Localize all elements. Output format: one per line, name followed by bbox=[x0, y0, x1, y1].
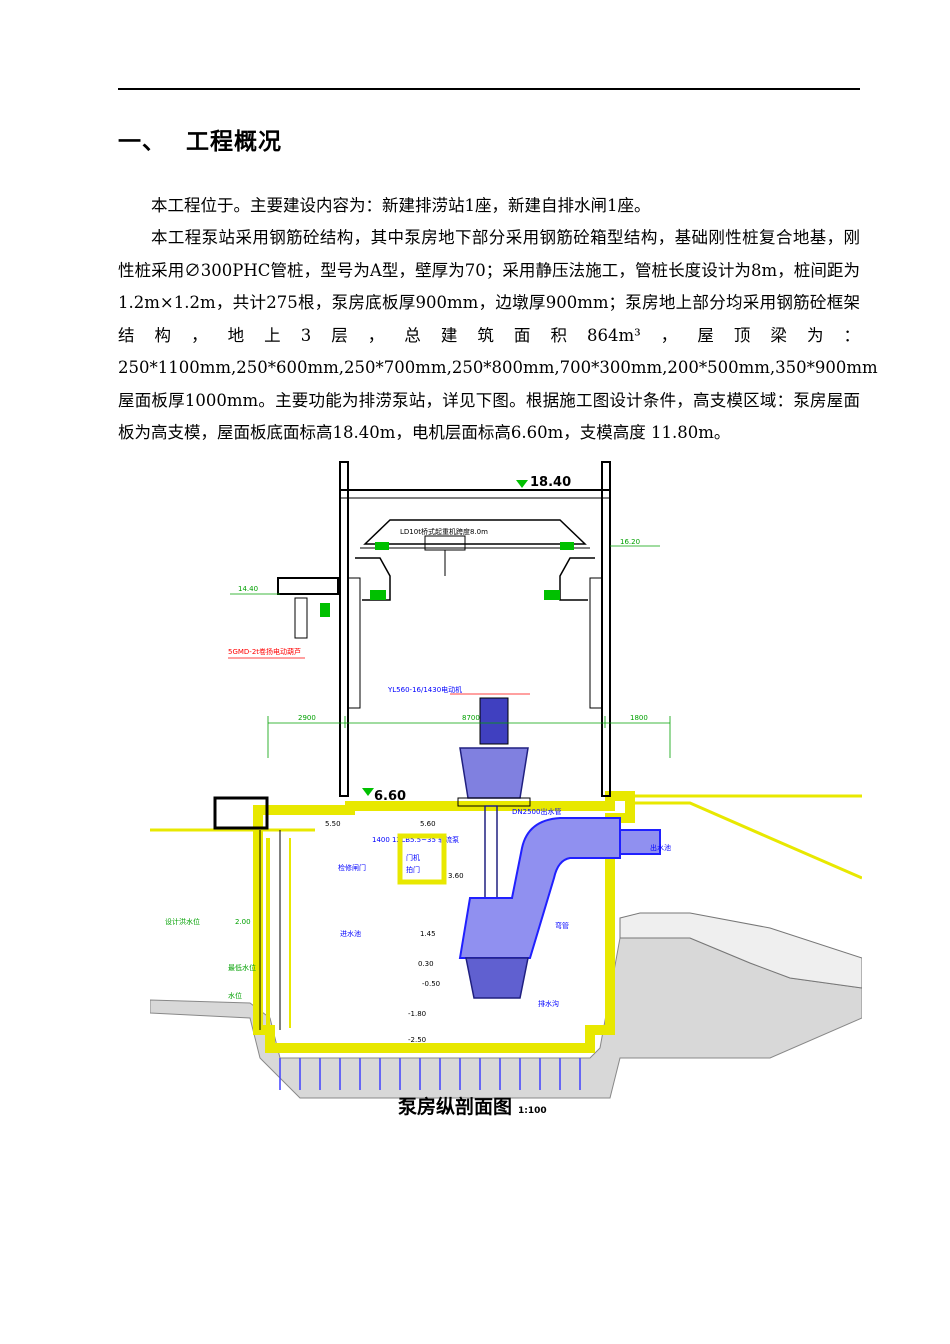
inlet-label: 进水池 bbox=[340, 929, 361, 938]
motor-floor-elevation: 6.60 bbox=[374, 789, 406, 804]
bridge-crane: LD10t桥式起重机跨度8.0m bbox=[363, 519, 587, 600]
header-rule bbox=[118, 88, 860, 90]
gate-label: 门机 bbox=[406, 853, 420, 862]
elevation-200: 2.00 bbox=[235, 918, 251, 926]
section-heading: 一、工程概况 bbox=[118, 122, 282, 156]
hoist-platform: 14.40 5GMD-2t卷扬电动葫芦 bbox=[228, 577, 339, 659]
outflow-label: 出水池 bbox=[650, 843, 671, 852]
elevation-360: 3.60 bbox=[448, 872, 464, 880]
elevation-030: 0.30 bbox=[418, 960, 434, 968]
motor: YL560-16/1430电动机 bbox=[387, 685, 531, 807]
slope-line-right bbox=[630, 801, 862, 880]
figure-caption: 泵房纵剖面图 1:100 bbox=[398, 1092, 547, 1119]
elevation-1440: 14.40 bbox=[238, 585, 258, 593]
pump-and-pipe: DN2500出水管 1400 1ZLB5.5~35 轴流泵 弯管 bbox=[372, 805, 661, 999]
superstructure-frame bbox=[339, 461, 611, 797]
dimension-1800: 1800 bbox=[630, 714, 648, 722]
paragraph-1: 本工程位于。主要建设内容为：新建排涝站1座，新建自排水闸1座。 bbox=[151, 196, 651, 215]
gate-well bbox=[397, 833, 447, 885]
piles bbox=[279, 1058, 581, 1090]
design-level-label: 设计洪水位 bbox=[165, 917, 200, 926]
hoist-label: 5GMD-2t卷扬电动葫芦 bbox=[228, 647, 301, 656]
drainage-label: 排水沟 bbox=[538, 999, 559, 1008]
stop-log-label: 检修闸门 bbox=[338, 863, 366, 872]
pump-label: 1400 1ZLB5.5~35 轴流泵 bbox=[372, 835, 459, 844]
water-level-label: 水位 bbox=[228, 991, 242, 1000]
caption-text: 泵房纵剖面图 bbox=[398, 1096, 513, 1118]
elevation-m250: -2.50 bbox=[408, 1036, 426, 1044]
motor-label: YL560-16/1430电动机 bbox=[387, 685, 462, 694]
elevation-550: 5.50 bbox=[325, 820, 341, 828]
paragraph-2: 本工程泵站采用钢筋砼结构，其中泵房地下部分采用钢筋砼箱型结构，基础刚性桩复合地基… bbox=[118, 228, 878, 442]
pump-house-drawing: LD10t桥式起重机跨度8.0m 18.40 16.20 14.40 5GMD-… bbox=[150, 461, 862, 1099]
elevation-1620: 16.20 bbox=[620, 538, 640, 546]
dimension-2900: 2900 bbox=[298, 714, 316, 722]
elbow-label: 弯管 bbox=[555, 921, 569, 930]
roof-elevation-marker bbox=[516, 480, 528, 488]
elevation-m180: -1.80 bbox=[408, 1010, 426, 1018]
crane-label: LD10t桥式起重机跨度8.0m bbox=[400, 527, 488, 536]
caption-scale: 1:100 bbox=[518, 1106, 547, 1116]
left-gatehouse bbox=[213, 796, 269, 830]
elevation-560: 5.60 bbox=[420, 820, 436, 828]
dimension-8700: 8700 bbox=[462, 714, 480, 722]
roof-elevation: 18.40 bbox=[530, 475, 571, 490]
section-title: 工程概况 bbox=[186, 129, 282, 155]
pump-house-section-figure: LD10t桥式起重机跨度8.0m 18.40 16.20 14.40 5GMD-… bbox=[150, 458, 862, 1130]
motor-floor-marker bbox=[362, 788, 374, 796]
soil-embankment bbox=[150, 912, 862, 1099]
elevation-145: 1.45 bbox=[420, 930, 436, 938]
section-number: 一、 bbox=[118, 129, 166, 155]
low-level-label: 最低水位 bbox=[228, 963, 256, 972]
valve-label: 拍门 bbox=[406, 865, 420, 874]
elevation-m050: -0.50 bbox=[422, 980, 440, 988]
pipe-label: DN2500出水管 bbox=[512, 807, 561, 816]
dimension-line: 2900 8700 1800 bbox=[267, 714, 671, 758]
